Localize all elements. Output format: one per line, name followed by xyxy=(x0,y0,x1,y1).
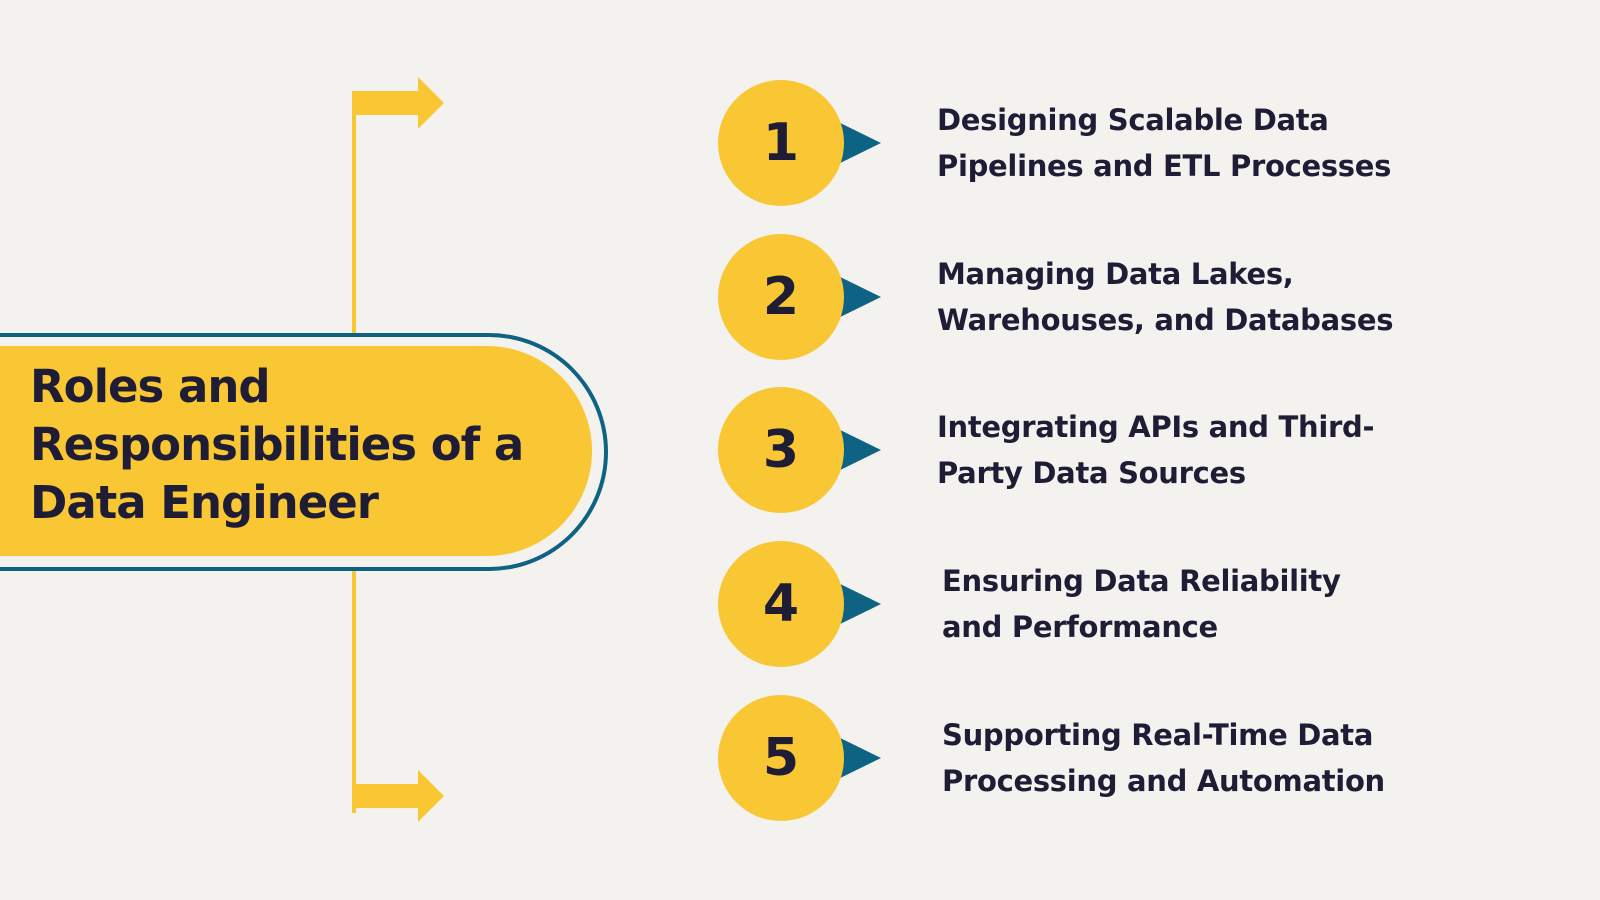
item-label: Managing Data Lakes, Warehouses, and Dat… xyxy=(937,257,1394,337)
list-item: 4 Ensuring Data Reliability and Performa… xyxy=(718,541,1578,667)
connector-line-bottom xyxy=(352,568,356,813)
number-badge: 1 xyxy=(718,80,844,206)
page-title: Roles and Responsibilities of a Data Eng… xyxy=(30,360,524,529)
arrow-right-icon xyxy=(352,77,444,129)
number-badge: 4 xyxy=(718,541,844,667)
list-item: 1 Designing Scalable Data Pipelines and … xyxy=(718,80,1578,206)
item-label: Supporting Real-Time Data Processing and… xyxy=(942,718,1385,798)
arrow-right-icon xyxy=(352,770,444,822)
list-item: 3 Integrating APIs and Third- Party Data… xyxy=(718,387,1578,513)
list-item: 5 Supporting Real-Time Data Processing a… xyxy=(718,695,1578,821)
number-badge: 5 xyxy=(718,695,844,821)
item-label: Ensuring Data Reliability and Performanc… xyxy=(942,564,1341,644)
item-label: Designing Scalable Data Pipelines and ET… xyxy=(937,103,1392,183)
item-label: Integrating APIs and Third- Party Data S… xyxy=(937,410,1375,490)
title-pill xyxy=(0,346,592,556)
connector-line-top xyxy=(352,92,356,337)
number-badge: 3 xyxy=(718,387,844,513)
number-badge: 2 xyxy=(718,234,844,360)
list-item: 2 Managing Data Lakes, Warehouses, and D… xyxy=(718,234,1578,360)
